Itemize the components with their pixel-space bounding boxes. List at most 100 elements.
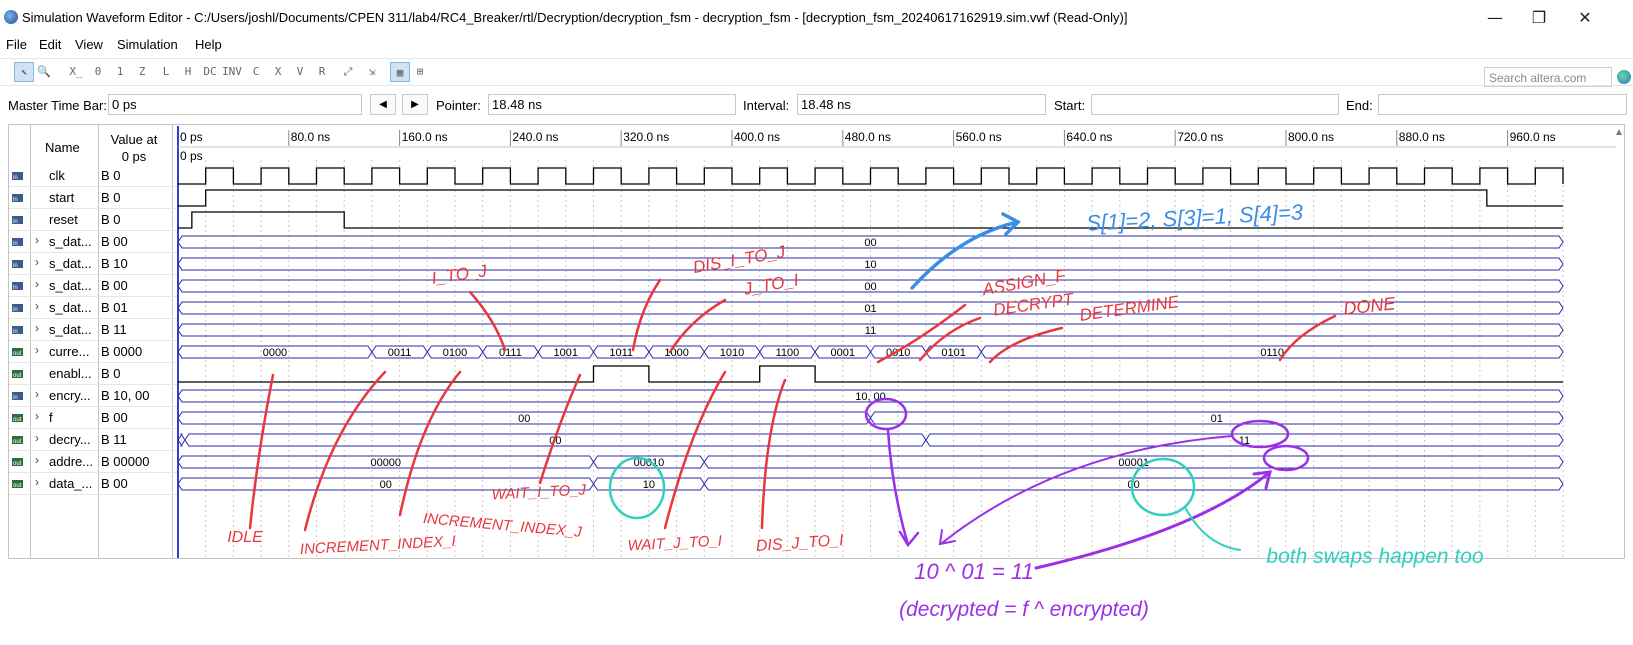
annotation-arrow: [886, 428, 910, 547]
end-input[interactable]: [1378, 94, 1627, 115]
signal-name: f: [49, 410, 53, 425]
value-column-header[interactable]: Value at 0 ps: [100, 131, 168, 165]
signal-name: decry...: [49, 432, 91, 447]
title-bar: Simulation Waveform Editor - C:/Users/jo…: [0, 0, 1633, 34]
expand-chevron-icon[interactable]: ›: [35, 233, 39, 247]
annotation-circle-swap-1: [608, 456, 666, 520]
annotation-arrow: [538, 373, 582, 485]
dont-care-icon[interactable]: DC: [203, 65, 217, 78]
signal-row[interactable]: in›s_dat...B 10: [9, 253, 177, 275]
scroll-up-arrow-icon[interactable]: ▲: [1614, 127, 1624, 138]
row-divider: [9, 296, 177, 297]
expand-chevron-icon[interactable]: ›: [35, 409, 39, 423]
master-time-bar-input[interactable]: 0 ps: [108, 94, 362, 115]
signal-row[interactable]: out›decry...B 11: [9, 429, 177, 451]
count-value-icon[interactable]: C: [252, 65, 260, 78]
prev-transition-button[interactable]: ◀: [370, 94, 396, 115]
expand-chevron-icon[interactable]: ›: [35, 299, 39, 313]
weak-low-icon[interactable]: L: [162, 65, 170, 78]
bus-segment: [703, 477, 1564, 491]
row-divider: [9, 494, 177, 495]
signal-row[interactable]: out›data_...B 00: [9, 473, 177, 495]
signal-row[interactable]: in›s_dat...B 01: [9, 297, 177, 319]
annotation-arrow: [631, 278, 662, 352]
time-tick-label: 400.0 ns: [734, 130, 780, 144]
expand-chevron-icon[interactable]: ›: [35, 475, 39, 489]
group-icon[interactable]: ⇲: [368, 65, 376, 78]
bus-segment: [177, 257, 1564, 271]
restore-button[interactable]: ❐: [1531, 8, 1547, 27]
invert-icon[interactable]: INV: [222, 65, 242, 78]
expand-icon[interactable]: ⊞: [416, 65, 424, 78]
signal-row[interactable]: in›s_dat...B 00: [9, 231, 177, 253]
column-separator: [98, 124, 99, 559]
row-divider: [9, 318, 177, 319]
menu-edit[interactable]: Edit: [39, 37, 62, 52]
name-column-header[interactable]: Name: [45, 140, 80, 155]
selection-tool-icon[interactable]: ⬉: [14, 62, 34, 82]
expand-chevron-icon[interactable]: ›: [35, 387, 39, 401]
search-input[interactable]: Search altera.com: [1484, 67, 1612, 87]
signal-value: B 11: [101, 322, 127, 337]
pointer-input[interactable]: 18.48 ns: [488, 94, 736, 115]
weak-high-icon[interactable]: H: [184, 65, 192, 78]
force-high-icon[interactable]: 1: [116, 65, 124, 78]
force-low-icon[interactable]: 0: [94, 65, 102, 78]
minimize-button[interactable]: —: [1487, 8, 1503, 27]
clock-value-icon[interactable]: X: [274, 65, 282, 78]
random-value-icon[interactable]: R: [318, 65, 326, 78]
expand-chevron-icon[interactable]: ›: [35, 431, 39, 445]
time-tick-label: 480.0 ns: [845, 130, 891, 144]
menu-help[interactable]: Help: [195, 37, 222, 52]
menu-simulation[interactable]: Simulation: [117, 37, 178, 52]
grid-icon[interactable]: ▦: [390, 62, 410, 82]
signal-row[interactable]: out›addre...B 00000: [9, 451, 177, 473]
bus-value-label: 0010: [886, 347, 910, 359]
bus-value-label: 0011: [388, 347, 412, 359]
output-pin-icon: out: [11, 367, 29, 381]
master-time-bar-label: Master Time Bar:: [8, 98, 107, 113]
expand-chevron-icon[interactable]: ›: [35, 343, 39, 357]
menu-file[interactable]: File: [6, 37, 27, 52]
arbitrary-value-icon[interactable]: V: [296, 65, 304, 78]
annotation-arrow: [910, 220, 1020, 290]
expand-chevron-icon[interactable]: ›: [35, 321, 39, 335]
bus-value-label: 1100: [776, 347, 800, 359]
next-transition-button[interactable]: ▶: [402, 94, 428, 115]
expand-chevron-icon[interactable]: ›: [35, 255, 39, 269]
clk-waveform: [178, 167, 1564, 185]
zoom-tool-icon[interactable]: 🔍: [37, 65, 51, 78]
expand-chevron-icon[interactable]: ›: [35, 453, 39, 467]
expand-chevron-icon[interactable]: ›: [35, 277, 39, 291]
snap-to-grid-icon[interactable]: ⤢: [343, 65, 353, 78]
annotation-circle-decrypted: [1262, 444, 1310, 472]
menu-view[interactable]: View: [75, 37, 103, 52]
forcing-unknown-icon[interactable]: X̲: [69, 65, 83, 78]
bus-value-label: 1011: [609, 347, 633, 359]
globe-icon[interactable]: [1617, 70, 1631, 84]
signal-row[interactable]: in›s_dat...B 00: [9, 275, 177, 297]
column-separator: [172, 124, 173, 559]
input-pin-icon: in: [11, 191, 29, 205]
row-divider: [9, 208, 177, 209]
bus-value-label: 01: [1211, 413, 1223, 425]
annotation-done: DONE: [1342, 293, 1397, 318]
interval-input[interactable]: 18.48 ns: [797, 94, 1046, 115]
annotation-arrow: [468, 290, 507, 352]
interval-label: Interval:: [743, 98, 790, 113]
row-divider: [9, 230, 177, 231]
bus-value-label: 00000: [370, 457, 401, 469]
signal-row[interactable]: in›s_dat...B 11: [9, 319, 177, 341]
high-impedance-icon[interactable]: Z: [138, 65, 146, 78]
signal-row[interactable]: out›curre...B 0000: [9, 341, 177, 363]
bus-value-label: 11: [1239, 435, 1250, 447]
close-button[interactable]: ✕: [1578, 8, 1592, 27]
start-input[interactable]: [1091, 94, 1339, 115]
signal-row[interactable]: in›encry...B 10, 00: [9, 385, 177, 407]
